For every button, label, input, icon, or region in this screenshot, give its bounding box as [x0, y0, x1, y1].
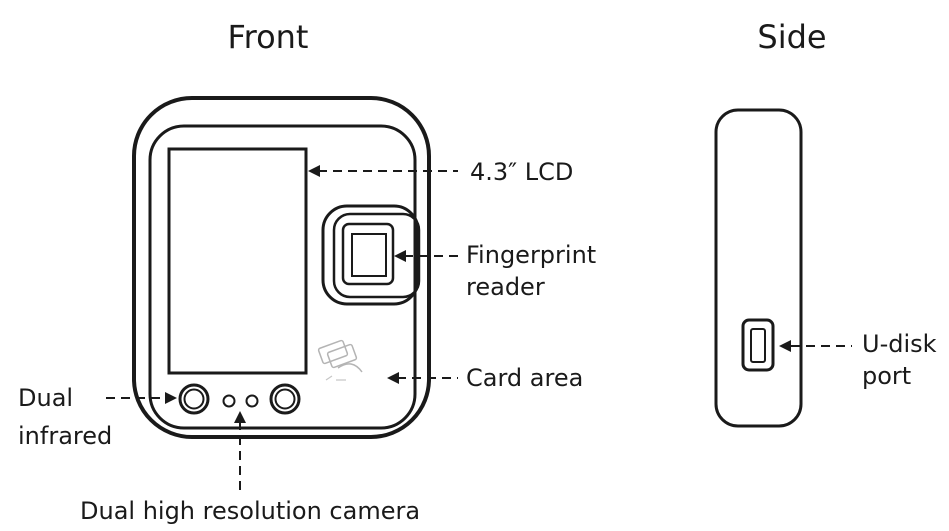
- front-title: Front: [228, 18, 309, 56]
- front-inner-bezel: [148, 124, 417, 430]
- dual-infrared-leader: [106, 392, 177, 404]
- fingerprint-sensor-frame: [341, 222, 395, 286]
- front-device: [132, 96, 431, 439]
- left-infrared-lens: [178, 383, 210, 415]
- dual-infrared-label-line2: infrared: [18, 422, 112, 450]
- lcd-screen: [167, 147, 308, 375]
- card-area-label: Card area: [466, 364, 583, 392]
- camera-right: [245, 394, 259, 408]
- side-device: [714, 108, 803, 428]
- rfid-card-icon: [317, 339, 363, 381]
- fingerprint-label-line2: reader: [466, 273, 545, 301]
- udisk-port-inner: [750, 328, 766, 363]
- camera-label: Dual high resolution camera: [80, 497, 420, 525]
- dual-infrared-label-line1: Dual: [18, 384, 73, 412]
- udisk-leader: [779, 340, 852, 352]
- card-area-leader: [387, 372, 458, 384]
- camera-leader: [234, 411, 246, 490]
- fingerprint-sensor-window: [351, 233, 387, 277]
- right-infrared-lens: [269, 383, 301, 415]
- side-body: [714, 108, 803, 428]
- front-outer-body: [132, 96, 431, 439]
- camera-left: [222, 394, 236, 408]
- udisk-label-line1: U-disk: [862, 330, 937, 358]
- fingerprint-label-line1: Fingerprint: [466, 241, 596, 269]
- lcd-label: 4.3″ LCD: [470, 158, 573, 186]
- fingerprint-leader: [394, 250, 458, 262]
- lcd-leader: [308, 165, 458, 177]
- udisk-label-line2: port: [862, 362, 911, 390]
- side-title: Side: [757, 18, 826, 56]
- udisk-port-outer: [741, 318, 775, 372]
